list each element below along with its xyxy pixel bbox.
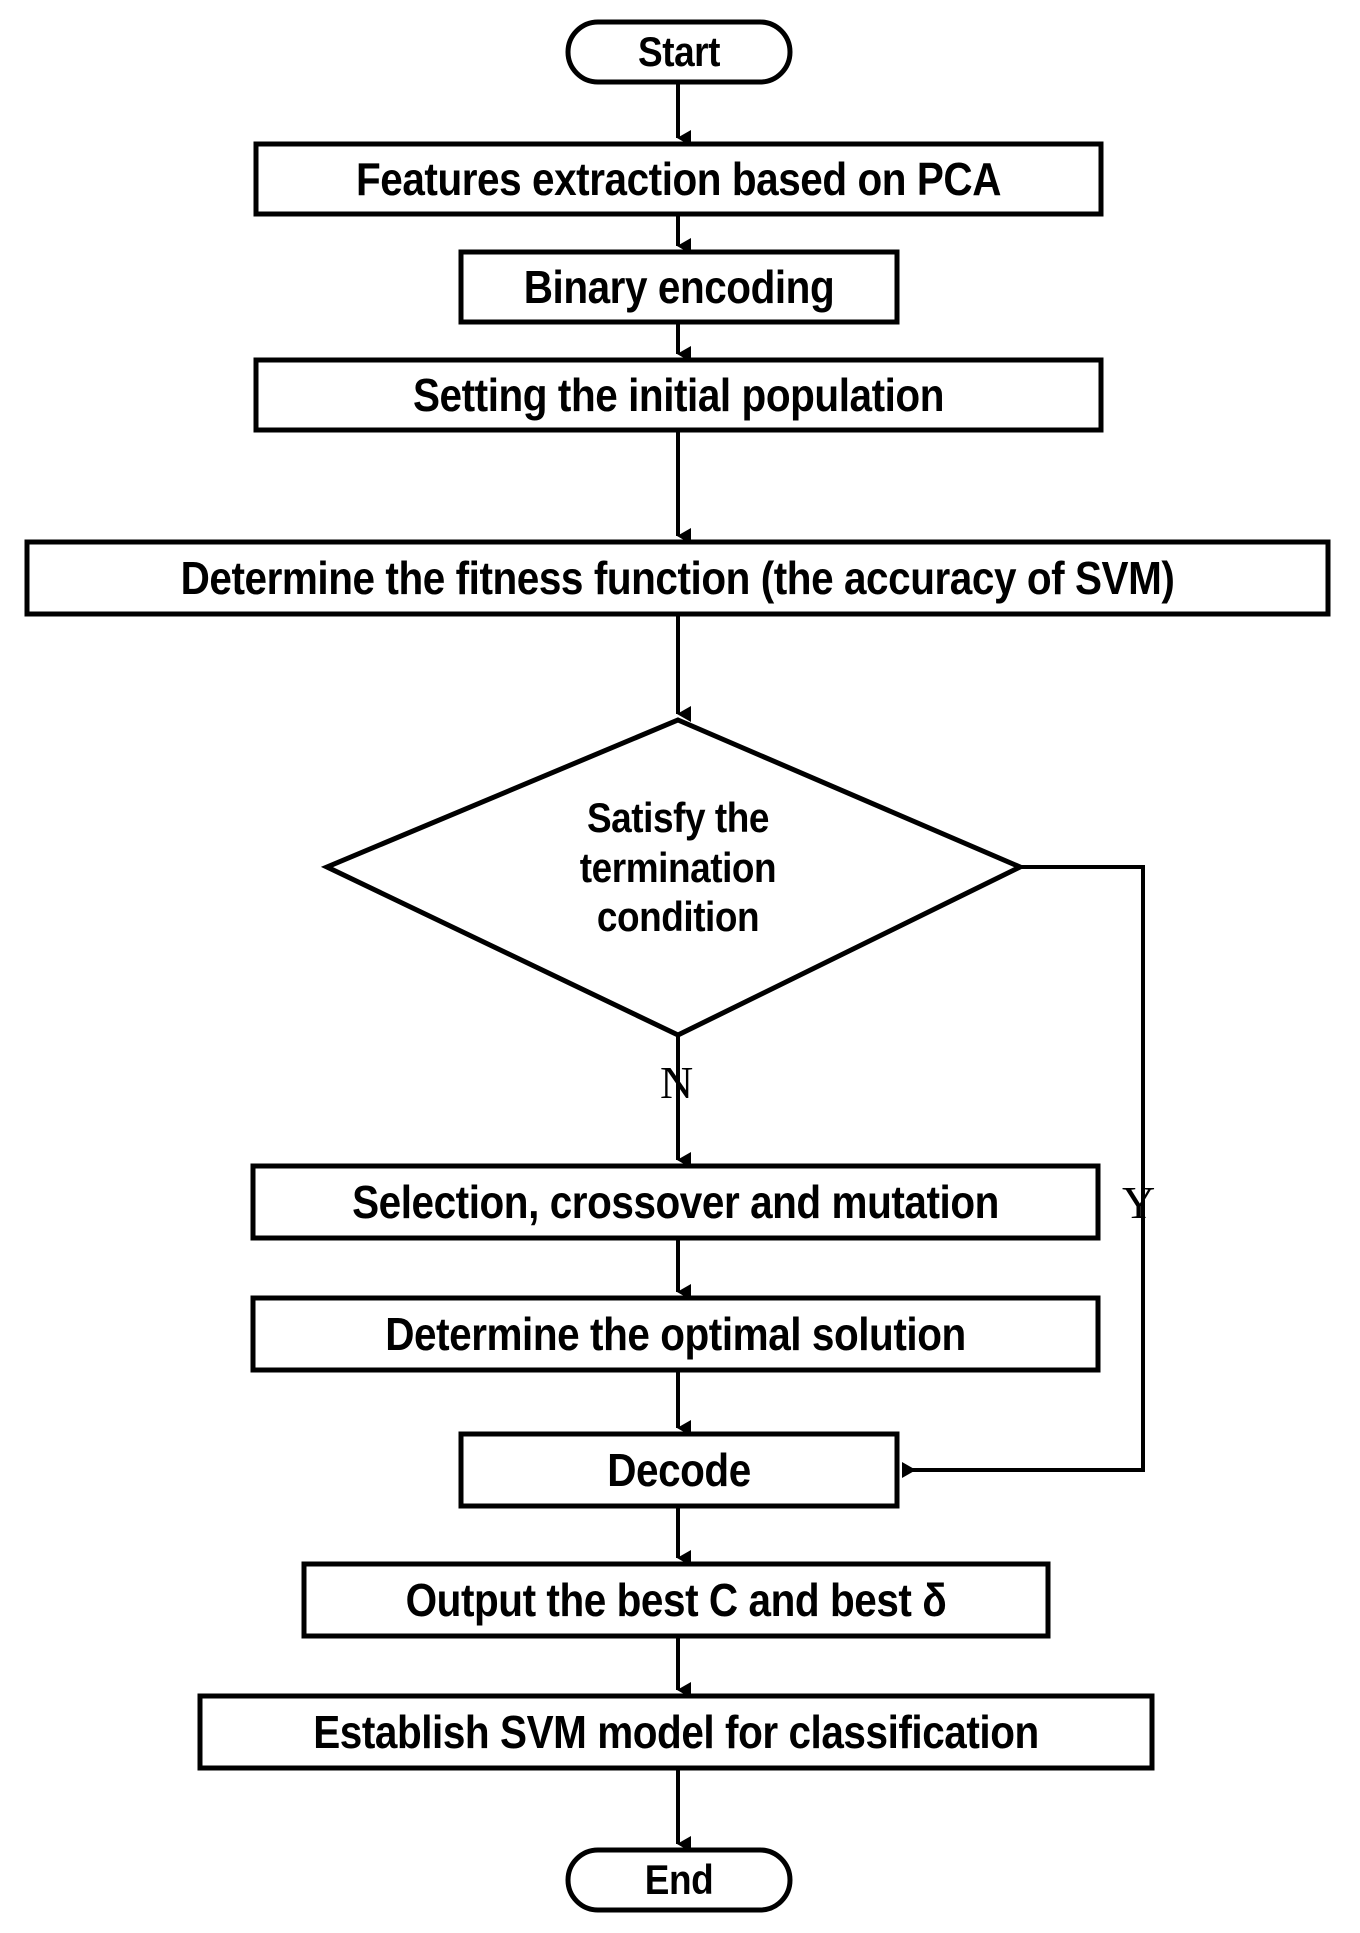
shape-start [565, 19, 793, 85]
shape-gaops [250, 1163, 1101, 1241]
shape-optimal [250, 1295, 1101, 1373]
shape-encoding [458, 249, 900, 325]
shape-population [253, 357, 1104, 433]
shape-output [301, 1561, 1051, 1639]
shape-fitness [24, 539, 1331, 617]
shape-end [565, 1847, 793, 1913]
shape-features [253, 141, 1104, 217]
edge-decision-decode-yes [902, 865, 1145, 1478]
edge-label-no: N [660, 1057, 694, 1108]
shape-decode [458, 1431, 900, 1509]
edge-label-yes: Y [1122, 1177, 1156, 1228]
shape-decision [320, 717, 1026, 1038]
shape-establish [197, 1693, 1155, 1771]
